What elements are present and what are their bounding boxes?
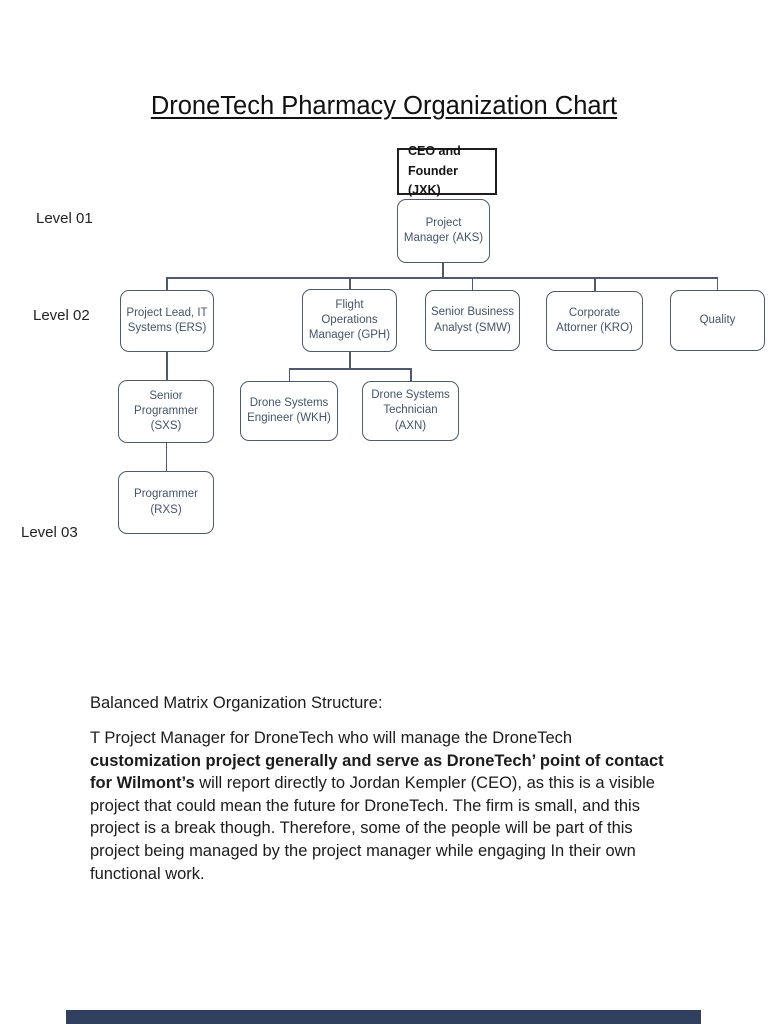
connector-pm-drop (442, 263, 444, 277)
org-node-programmer: Programmer (RXS) (118, 471, 214, 534)
connector-bus-level3 (288, 368, 412, 370)
org-node-drone-systems-engineer: Drone Systems Engineer (WKH) (240, 381, 338, 441)
connector-drop-kro (594, 277, 596, 291)
body-heading: Balanced Matrix Organization Structure: (90, 694, 383, 712)
body-paragraph: T Project Manager for DroneTech who will… (90, 727, 684, 885)
org-node-senior-business-analyst: Senior Business Analyst (SMW) (425, 290, 520, 351)
page-title: DroneTech Pharmacy Organization Chart (150, 92, 618, 120)
paragraph-bold-text: customization project generally and serv… (90, 751, 664, 793)
connector-gph-drop (349, 352, 351, 368)
level-03-label: Level 03 (21, 524, 78, 541)
paragraph-lead-text: T Project Manager for DroneTech who will… (90, 729, 573, 747)
org-node-flight-ops-manager: Flight Operations Manager (GPH) (302, 289, 397, 352)
connector-sxs-rxs (165, 443, 167, 471)
connector-ers-sxs (166, 352, 168, 380)
org-node-corporate-attorner: Corporate Attorner (KRO) (546, 291, 643, 351)
org-node-project-lead-it: Project Lead, IT Systems (ERS) (120, 290, 214, 352)
org-node-drone-systems-technician: Drone Systems Technician (AXN) (362, 381, 459, 441)
connector-drop-axn (410, 368, 412, 381)
org-node-senior-programmer: Senior Programmer (SXS) (118, 380, 214, 443)
connector-bus-level2 (166, 277, 718, 279)
org-node-quality: Quality (670, 290, 765, 351)
org-node-project-manager: Project Manager (AKS) (397, 199, 490, 263)
level-02-label: Level 02 (33, 307, 90, 324)
level-01-label: Level 01 (36, 210, 93, 227)
paragraph-rest-text: will report directly to Jordan Kempler (… (90, 774, 655, 883)
org-node-ceo: CEO and Founder (JXK) (397, 144, 497, 197)
connector-drop-quality (716, 277, 718, 290)
connector-drop-wkh (288, 368, 290, 381)
connector-drop-ers (166, 277, 168, 290)
connector-drop-gph (349, 277, 351, 289)
next-page-edge-bar (66, 1010, 701, 1024)
connector-drop-smw (471, 277, 473, 290)
